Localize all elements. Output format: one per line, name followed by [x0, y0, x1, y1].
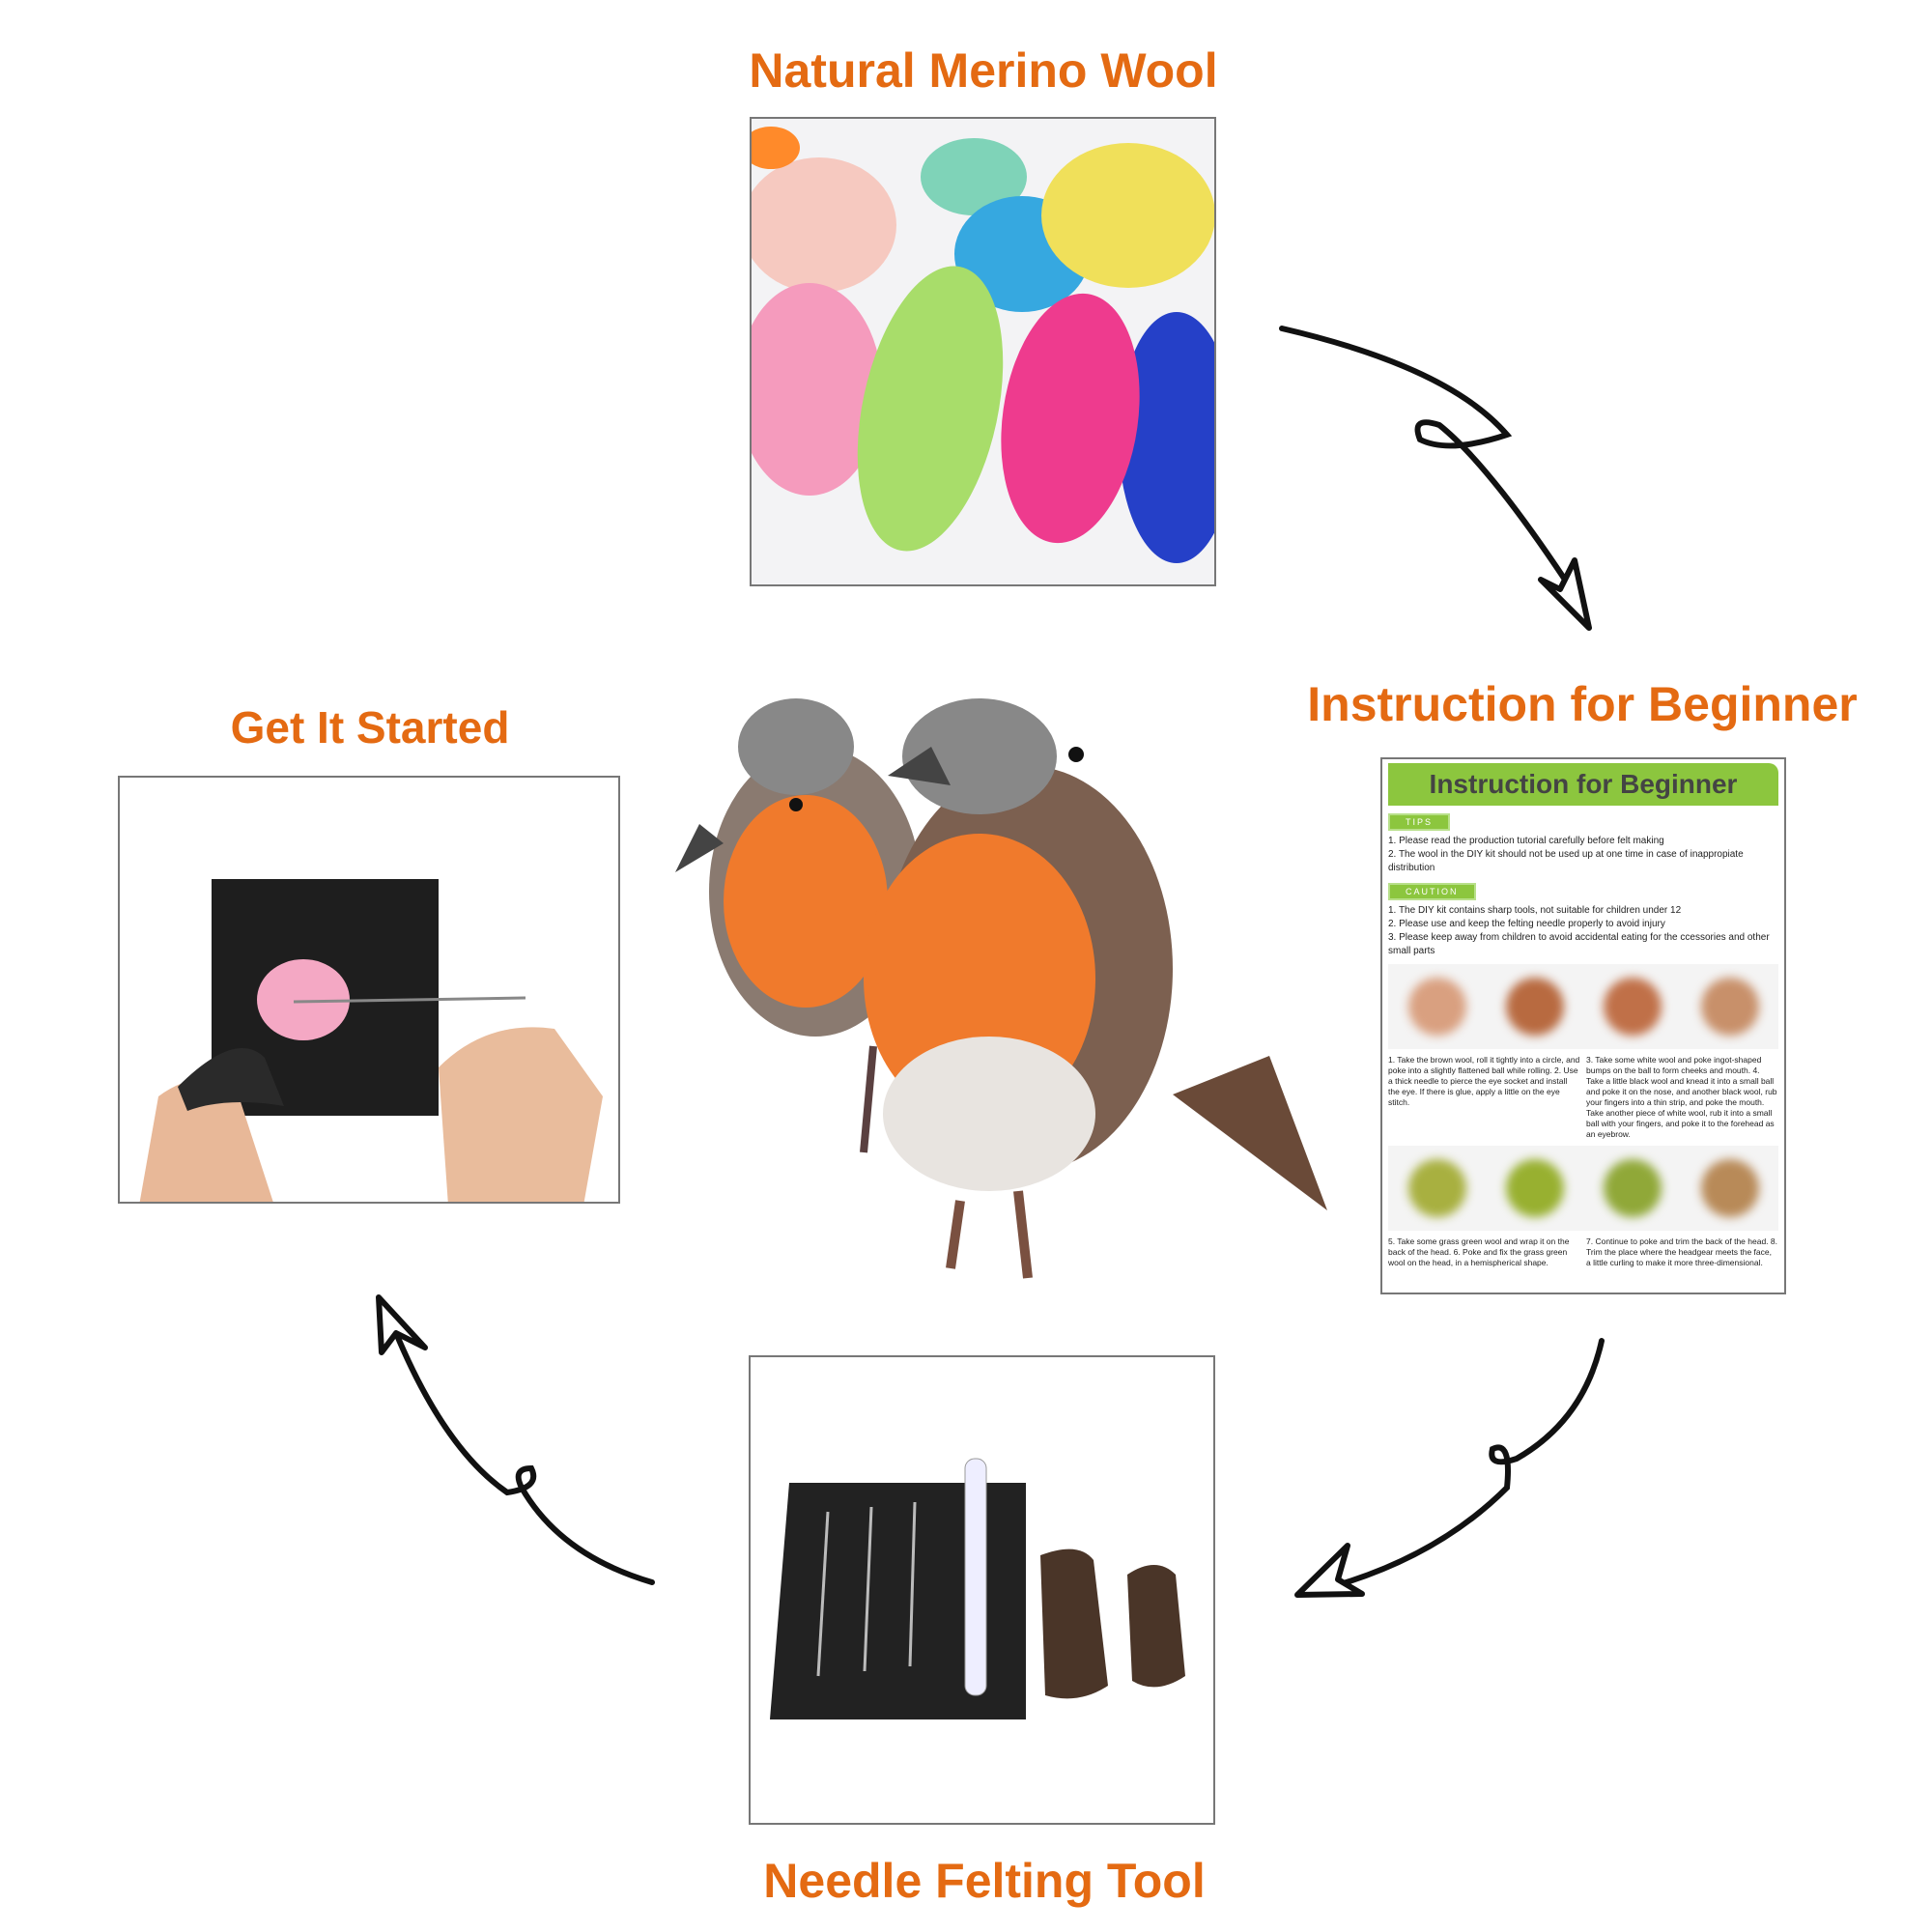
title-wool: Natural Merino Wool — [749, 43, 1218, 98]
instruction-card: Instruction for Beginner TIPS 1. Please … — [1380, 757, 1786, 1294]
title-tool: Needle Felting Tool — [763, 1854, 1206, 1908]
wool-photo — [750, 117, 1216, 586]
caution: 2. Please use and keep the felting needl… — [1388, 919, 1665, 929]
tips-label: TIPS — [1388, 813, 1451, 831]
tip: 2. The wool in the DIY kit should not be… — [1388, 849, 1744, 873]
steps-text: 5. Take some grass green wool and wrap i… — [1388, 1236, 1570, 1267]
felted-robins-photo — [670, 689, 1337, 1297]
arrow-icon — [393, 1330, 655, 1585]
card-header: Instruction for Beginner — [1388, 763, 1778, 806]
title-started: Get It Started — [230, 702, 510, 753]
arrow-icon — [1301, 1338, 1605, 1597]
caution: 1. The DIY kit contains sharp tools, not… — [1388, 905, 1682, 916]
title-instruction: Instruction for Beginner — [1307, 677, 1858, 731]
tip: 1. Please read the production tutorial c… — [1388, 836, 1664, 846]
steps-photos-a — [1388, 964, 1778, 1049]
steps-text: 7. Continue to poke and trim the back of… — [1586, 1236, 1777, 1267]
needle-felting-tool-photo — [749, 1355, 1215, 1825]
steps-text: 1. Take the brown wool, roll it tightly … — [1388, 1055, 1580, 1107]
arrow-icon — [1279, 326, 1568, 582]
caution-label: CAUTION — [1388, 883, 1476, 900]
steps-text: 3. Take some white wool and poke ingot-s… — [1586, 1055, 1777, 1139]
steps-photos-b — [1388, 1146, 1778, 1231]
caution: 3. Please keep away from children to avo… — [1388, 932, 1770, 956]
get-started-photo — [118, 776, 620, 1204]
